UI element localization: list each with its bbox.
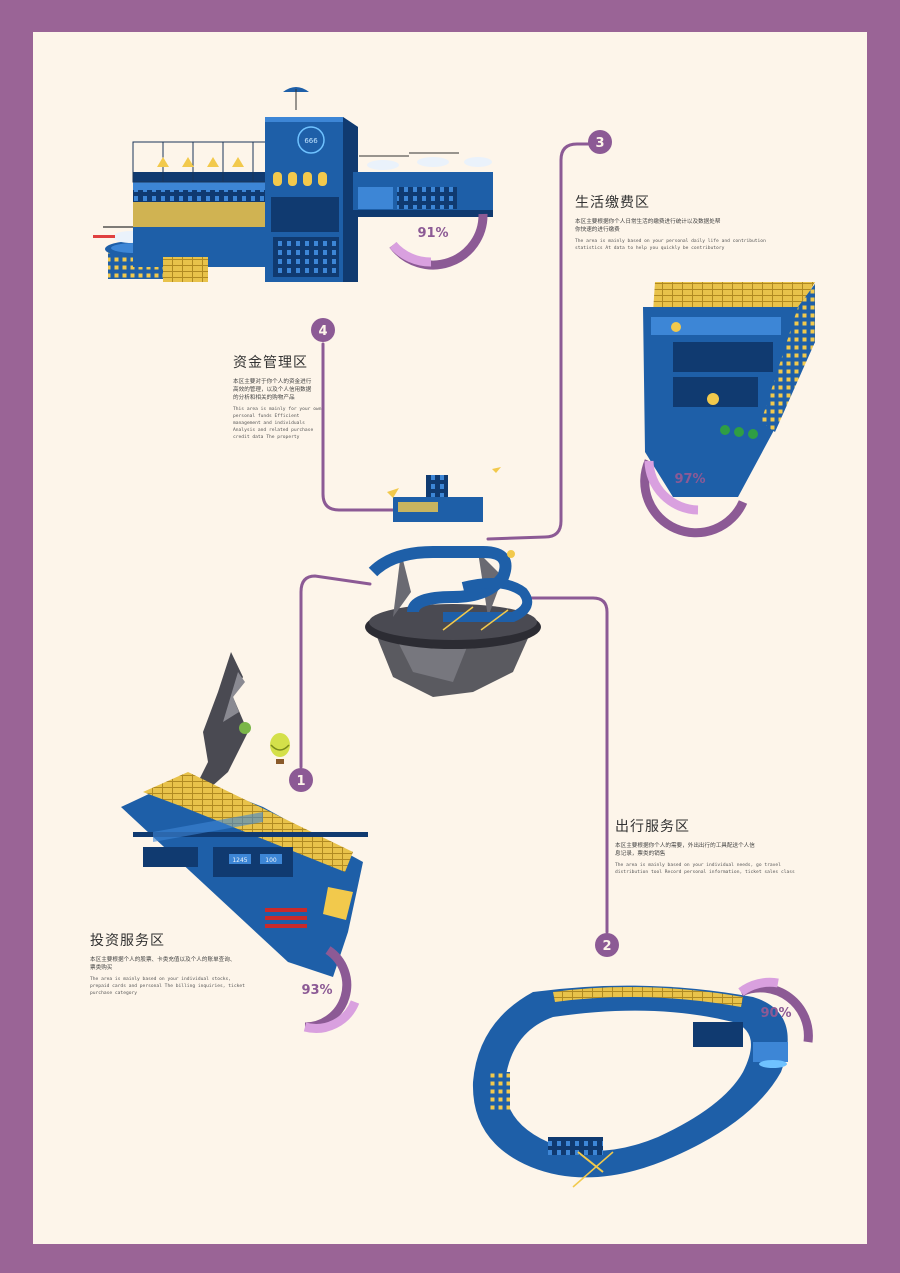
illustration-canvas: 1 2 3 4 — [93, 87, 815, 1188]
hot-air-balloon-icon — [270, 733, 290, 764]
badge-4: 4 — [311, 318, 335, 342]
connector-lines — [299, 142, 609, 934]
zone-investment-title: 投资服务区 — [90, 933, 165, 949]
zone-funds-desc-cn: 本区主要对于你个人的资金进行高效的管理，以及个人信用数据的分析和相关的购物产品 — [233, 379, 312, 401]
badge-1: 1 — [289, 768, 313, 792]
svg-text:1: 1 — [296, 774, 305, 789]
umbrella-icon — [283, 87, 309, 110]
svg-text:2: 2 — [602, 939, 611, 954]
progress-ring-travel: 90% — [738, 977, 813, 1043]
connector-line-4 — [321, 342, 397, 512]
progress-ring-living: 97% — [640, 459, 748, 538]
connector-line-3 — [486, 142, 591, 541]
rooftop-helicopters — [359, 152, 492, 170]
percent-travel: 90% — [760, 1006, 791, 1021]
central-island — [365, 467, 541, 697]
landing-pad-icon — [759, 1060, 787, 1068]
zone-investment-desc-en: The area is mainly based on your individ… — [90, 977, 245, 996]
percent-investment: 93% — [301, 983, 332, 998]
connector-line-1 — [299, 574, 372, 769]
flame-icon — [707, 393, 719, 405]
zone-travel-desc-en: The area is mainly based on your individ… — [615, 863, 795, 875]
percent-living: 97% — [674, 472, 705, 487]
zone-living-desc-en: The area is mainly based on your persona… — [575, 239, 766, 251]
badge-3: 3 — [588, 130, 612, 154]
arched-windows — [273, 172, 327, 186]
progress-ring-funds: 91% — [389, 213, 488, 270]
zone-travel-desc-cn: 本区主要根据你个人的需要，外出出行的工具配送个人信息记录，票类的销售 — [615, 843, 755, 857]
badge-2: 2 — [595, 933, 619, 957]
plants-icon — [720, 425, 758, 439]
lightbulb-icon — [671, 322, 681, 332]
ceiling-lamps — [157, 157, 244, 167]
zone-funds-title: 资金管理区 — [233, 355, 308, 371]
building-living — [643, 282, 815, 497]
percent-funds: 91% — [417, 226, 448, 241]
svg-text:3: 3 — [595, 136, 604, 151]
connector-line-2 — [521, 596, 609, 934]
small-aircraft-icon — [387, 467, 501, 498]
building-travel — [472, 985, 788, 1188]
zone-travel: 出行服务区 本区主要根据你个人的需要，外出出行的工具配送个人信息记录，票类的销售… — [615, 816, 805, 876]
screen-1245: 1245 — [232, 857, 247, 864]
svg-text:4: 4 — [318, 324, 327, 339]
progress-ring-investment: 93% — [301, 946, 360, 1033]
hot-air-balloon-small-icon — [507, 550, 515, 558]
zone-investment-desc-cn: 本区主要根据个人的股票、卡类充值以及个人的账单查询、票类购买 — [90, 957, 236, 971]
zone-living-desc-cn: 本区主要根据你个人日常生活的缴费进行统计以及数据处帮你快速的进行缴费 — [575, 219, 721, 233]
zone-investment: 投资服务区 本区主要根据个人的股票、卡类充值以及个人的账单查询、票类购买 The… — [90, 930, 255, 997]
zone-living-title: 生活缴费区 — [575, 195, 650, 211]
zone-travel-title: 出行服务区 — [615, 819, 690, 835]
sign-666-text: 666 — [304, 137, 318, 145]
zone-funds: 资金管理区 本区主要对于你个人的资金进行高效的管理，以及个人信用数据的分析和相关… — [233, 352, 328, 441]
building-funds: 666 — [93, 87, 493, 282]
sign-666 — [297, 126, 325, 154]
screen-100: 100 — [265, 857, 277, 864]
tree-icon — [239, 722, 251, 734]
zone-funds-desc-en: This area is mainly for your own persona… — [233, 407, 322, 440]
theater-seats — [265, 908, 307, 928]
building-investment: 1245 100 — [121, 652, 368, 977]
poster: 1 2 3 4 — [33, 32, 867, 1244]
zone-living: 生活缴费区 本区主要根据你个人日常生活的缴费进行统计以及数据处帮你快速的进行缴费… — [575, 192, 775, 252]
